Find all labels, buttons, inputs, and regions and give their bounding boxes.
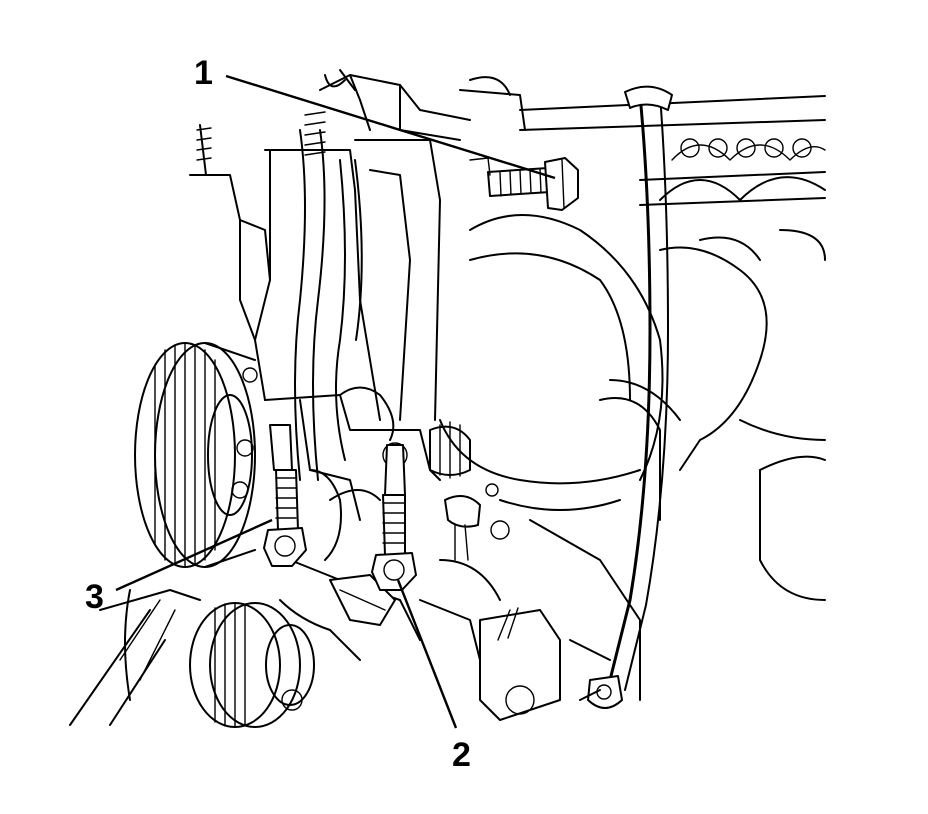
callout-leaders	[115, 74, 556, 729]
callout-label-2: 2	[452, 736, 471, 774]
left-bracket	[189, 74, 526, 421]
hoses	[294, 69, 673, 709]
bolt-center-vertical	[371, 444, 417, 591]
callout-label-3: 3	[85, 578, 104, 616]
callout-labels: 1 2 3	[85, 54, 471, 774]
pulley-lower	[69, 589, 315, 728]
leader-line-2	[396, 579, 458, 729]
leader-line-3	[115, 518, 273, 592]
leader-line-1	[225, 74, 556, 180]
pulley-upper	[134, 342, 258, 568]
mount-bracket	[264, 386, 611, 721]
engine-block	[439, 95, 826, 701]
bolt-upper-horizontal	[469, 157, 579, 211]
bolt-left-vertical	[263, 424, 307, 567]
callout-label-1: 1	[194, 54, 213, 92]
